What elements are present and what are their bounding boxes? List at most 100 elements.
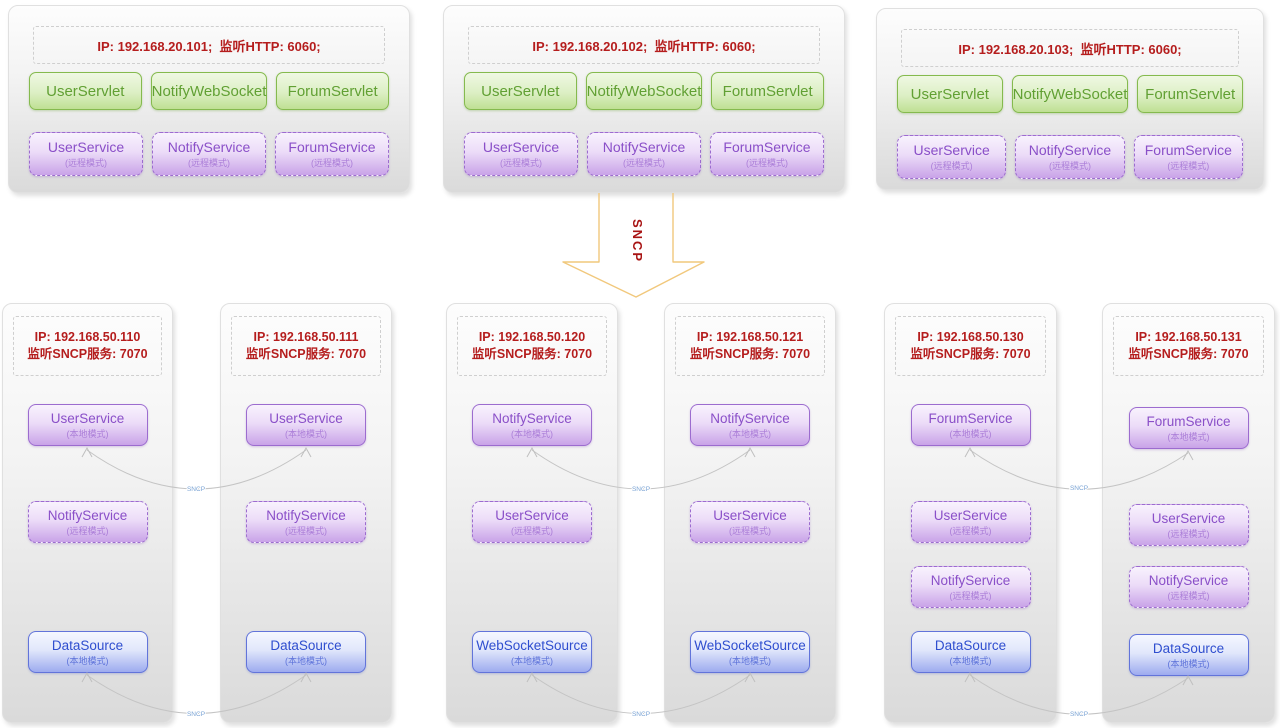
link-arc-label: SNCP bbox=[632, 711, 650, 718]
servlet-box-forumservlet: ForumServlet bbox=[276, 72, 389, 110]
server-listen-text: 监听SNCP服务: 7070 bbox=[1128, 347, 1249, 361]
service-name: DataSource bbox=[51, 637, 124, 653]
service-mode: (远程模式) bbox=[949, 590, 992, 601]
server-ip-text: IP: 192.168.50.110 bbox=[34, 330, 141, 344]
service-mode: (远程模式) bbox=[1048, 161, 1091, 171]
service-box-userservice-local: UserService (本地模式) bbox=[246, 404, 366, 446]
server-listen-text: 监听SNCP服务: 7070 bbox=[471, 347, 593, 361]
service-box-notifyservice-remote: NotifyService (远程模式) bbox=[587, 132, 701, 176]
service-box-forumservice-remote: ForumService (远程模式) bbox=[710, 132, 824, 176]
service-name: WebSocketSource bbox=[694, 637, 806, 653]
servlet-box-forumservlet: ForumServlet bbox=[1137, 75, 1243, 113]
servlet-label: UserServlet bbox=[910, 85, 989, 103]
server-listen-text: 监听SNCP服务: 7070 bbox=[245, 347, 367, 361]
service-mode: (本地模式) bbox=[66, 428, 109, 439]
servlet-row: UserServlet NotifyWebSocket ForumServlet bbox=[29, 72, 389, 110]
server-address-header: IP: 192.168.50.121 监听SNCP服务: 7070 bbox=[675, 316, 825, 376]
service-name: WebSocketSource bbox=[476, 637, 588, 653]
servlet-label: ForumServlet bbox=[1145, 85, 1236, 103]
service-mode: (远程模式) bbox=[623, 158, 665, 168]
server-address-header: IP: 192.168.50.120 监听SNCP服务: 7070 bbox=[457, 316, 607, 376]
server-address-header: IP: 192.168.20.102; 监听HTTP: 6060; bbox=[468, 26, 820, 64]
service-mode: (远程模式) bbox=[729, 525, 771, 536]
service-name: UserService bbox=[933, 507, 1008, 523]
link-arc-label: SNCP bbox=[632, 486, 650, 493]
service-row: UserService (远程模式) NotifyService (远程模式) … bbox=[464, 132, 824, 176]
server-address-text: IP: 192.168.20.101; 监听HTTP: 6060; bbox=[97, 38, 321, 54]
service-row: UserService (远程模式) NotifyService (远程模式) … bbox=[897, 135, 1243, 179]
server-address-text: IP: 192.168.20.103; 监听HTTP: 6060; bbox=[958, 41, 1182, 57]
http-server-node-102: IP: 192.168.20.102; 监听HTTP: 6060; UserSe… bbox=[443, 5, 845, 193]
link-arc-label: SNCP bbox=[1070, 711, 1088, 718]
service-box-notifyservice-remote: NotifyService (远程模式) bbox=[246, 501, 366, 543]
service-mode: (本地模式) bbox=[1167, 431, 1210, 442]
sncp-server-node-130: IP: 192.168.50.130 监听SNCP服务: 7070 ForumS… bbox=[884, 303, 1057, 723]
service-box-datasource-local: DataSource (本地模式) bbox=[910, 631, 1031, 673]
service-mode: (本地模式) bbox=[729, 428, 771, 439]
service-box-forumservice-local: ForumService (本地模式) bbox=[1128, 407, 1249, 449]
service-name: NotifyService bbox=[47, 507, 128, 523]
servlet-box-forumservlet: ForumServlet bbox=[711, 72, 824, 110]
service-name: DataSource bbox=[934, 637, 1007, 653]
service-name: UserService bbox=[50, 410, 125, 426]
service-mode: (本地模式) bbox=[729, 655, 771, 666]
service-box-notifyservice-remote: NotifyService (远程模式) bbox=[910, 566, 1031, 608]
servlet-box-userservlet: UserServlet bbox=[897, 75, 1003, 113]
service-mode: (远程模式) bbox=[949, 525, 992, 536]
server-ip-text: IP: 192.168.50.131 bbox=[1135, 330, 1242, 344]
service-box-datasource-local: DataSource (本地模式) bbox=[246, 631, 366, 673]
service-box-notifyservice-local: NotifyService (本地模式) bbox=[472, 404, 592, 446]
service-mode: (本地模式) bbox=[66, 655, 109, 666]
http-server-node-101: IP: 192.168.20.101; 监听HTTP: 6060; UserSe… bbox=[8, 5, 410, 193]
servlet-label: NotifyWebSocket bbox=[151, 82, 267, 100]
service-name: UserService bbox=[913, 142, 990, 158]
service-box-datasource-local: DataSource (本地模式) bbox=[27, 631, 148, 673]
server-ip-text: IP: 192.168.50.120 bbox=[478, 330, 586, 344]
service-mode: (本地模式) bbox=[511, 428, 553, 439]
server-listen-text: 监听SNCP服务: 7070 bbox=[689, 347, 811, 361]
server-address-header: IP: 192.168.50.110 监听SNCP服务: 7070 bbox=[13, 316, 162, 376]
server-ip-text: IP: 192.168.50.130 bbox=[917, 330, 1024, 344]
service-box-forumservice-remote: ForumService (远程模式) bbox=[1133, 135, 1243, 179]
service-box-userservice-remote: UserService (远程模式) bbox=[472, 501, 592, 543]
service-name: ForumService bbox=[928, 410, 1013, 426]
service-name: UserService bbox=[482, 139, 560, 155]
service-name: UserService bbox=[269, 410, 343, 426]
service-box-userservice-remote: UserService (远程模式) bbox=[464, 132, 578, 176]
service-mode: (远程模式) bbox=[1167, 161, 1210, 171]
service-row: UserService (远程模式) NotifyService (远程模式) … bbox=[29, 132, 389, 176]
link-arc-label: SNCP bbox=[187, 711, 205, 718]
service-mode: (远程模式) bbox=[746, 158, 788, 168]
service-name: NotifyService bbox=[1028, 142, 1112, 158]
service-box-forumservice-local: ForumService (本地模式) bbox=[910, 404, 1031, 446]
service-name: UserService bbox=[1151, 510, 1226, 526]
service-mode: (本地模式) bbox=[949, 428, 992, 439]
http-server-node-103: IP: 192.168.20.103; 监听HTTP: 6060; UserSe… bbox=[876, 8, 1264, 190]
server-address-header: IP: 192.168.20.103; 监听HTTP: 6060; bbox=[901, 29, 1239, 67]
sncp-flow-arrow-icon bbox=[562, 193, 705, 298]
server-address-header: IP: 192.168.50.131 监听SNCP服务: 7070 bbox=[1113, 316, 1264, 376]
service-name: NotifyService bbox=[1148, 572, 1229, 588]
service-box-websocketsource-local: WebSocketSource (本地模式) bbox=[472, 631, 592, 673]
service-name: NotifyService bbox=[710, 410, 790, 426]
service-name: ForumService bbox=[1146, 413, 1231, 429]
service-box-userservice-remote: UserService (远程模式) bbox=[1128, 504, 1249, 546]
service-mode: (本地模式) bbox=[511, 655, 553, 666]
service-box-notifyservice-remote: NotifyService (远程模式) bbox=[27, 501, 148, 543]
service-name: DataSource bbox=[1152, 640, 1225, 656]
service-mode: (本地模式) bbox=[949, 655, 992, 666]
servlet-label: NotifyWebSocket bbox=[586, 82, 702, 100]
service-mode: (远程模式) bbox=[285, 525, 327, 536]
server-ip-text: IP: 192.168.50.111 bbox=[253, 330, 359, 344]
service-box-userservice-remote: UserService (远程模式) bbox=[897, 135, 1007, 179]
service-box-userservice-remote: UserService (远程模式) bbox=[690, 501, 810, 543]
service-name: NotifyService bbox=[266, 507, 346, 523]
service-name: NotifyService bbox=[492, 410, 572, 426]
service-mode: (远程模式) bbox=[1167, 528, 1210, 539]
sncp-server-node-121: IP: 192.168.50.121 监听SNCP服务: 7070 Notify… bbox=[664, 303, 836, 723]
server-address-header: IP: 192.168.50.111 监听SNCP服务: 7070 bbox=[231, 316, 381, 376]
servlet-label: ForumServlet bbox=[722, 82, 813, 100]
service-name: NotifyService bbox=[167, 139, 251, 155]
server-address-header: IP: 192.168.20.101; 监听HTTP: 6060; bbox=[33, 26, 385, 64]
service-box-notifyservice-remote: NotifyService (远程模式) bbox=[1128, 566, 1249, 608]
